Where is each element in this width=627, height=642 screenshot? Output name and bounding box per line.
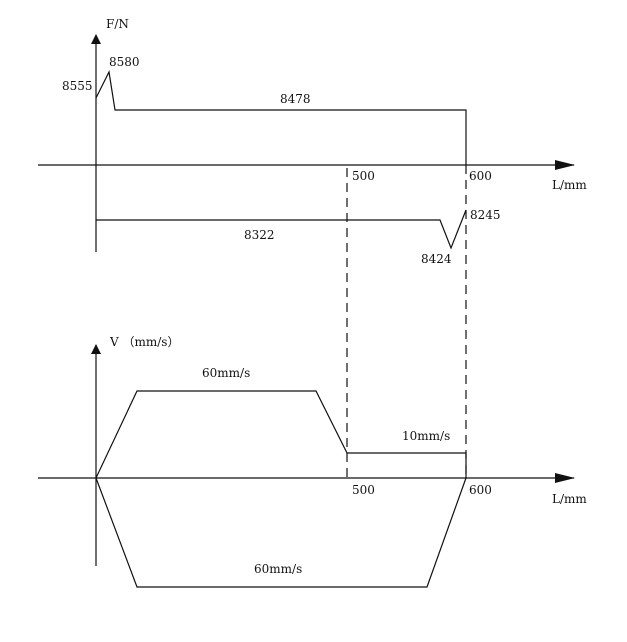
velocity-tick-500: 500	[352, 483, 375, 497]
force-upper-steady-value: 8478	[280, 92, 311, 106]
force-peak-value: 8580	[109, 55, 140, 69]
velocity-upper-slow-label: 10mm/s	[402, 429, 450, 443]
velocity-chart: V （mm/s） L/mm 500 600 60mm/s 10mm/s 60mm…	[38, 335, 587, 588]
velocity-lower-profile	[95, 477, 467, 588]
velocity-y-axis-label: V （mm/s）	[109, 335, 179, 349]
force-lower-steady-value: 8322	[244, 228, 275, 242]
velocity-lower-fast-label: 60mm/s	[254, 562, 302, 576]
force-tick-600: 600	[469, 169, 492, 183]
force-chart: F/N L/mm 500 600 8555 8580 8478 8322 842…	[38, 17, 587, 266]
force-upper-curve	[95, 70, 467, 165]
velocity-upper-fast-label: 60mm/s	[202, 366, 250, 380]
velocity-tick-600: 600	[469, 483, 492, 497]
velocity-upper-profile	[95, 390, 467, 479]
force-end-value: 8245	[470, 208, 501, 222]
force-tick-500: 500	[352, 169, 375, 183]
force-start-value: 8555	[62, 79, 93, 93]
velocity-x-axis-label: L/mm	[552, 492, 587, 506]
force-x-axis-label: L/mm	[552, 178, 587, 192]
force-dip-value: 8424	[421, 252, 452, 266]
force-y-axis-label: F/N	[106, 17, 129, 31]
force-lower-curve	[96, 209, 467, 250]
